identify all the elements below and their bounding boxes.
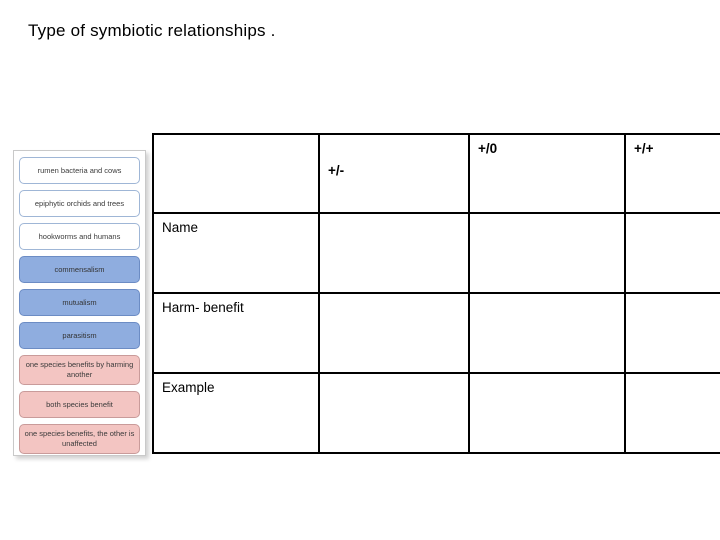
column-header-plus-zero[interactable]: +/0 [468, 133, 626, 214]
cell-example-plus-zero[interactable] [468, 372, 626, 454]
cell-name-plus-minus[interactable] [318, 212, 470, 294]
word-bank-item-label: commensalism [54, 264, 105, 274]
word-bank-item-epiphytic-orchids-and-trees[interactable]: epiphytic orchids and trees [19, 190, 140, 217]
cell-example-plus-plus[interactable] [624, 372, 720, 454]
cell-harm-benefit-plus-zero[interactable] [468, 292, 626, 374]
cell-harm-benefit-plus-plus[interactable] [624, 292, 720, 374]
word-bank-list: rumen bacteria and cows epiphytic orchid… [19, 157, 140, 460]
row-header-label: Example [162, 380, 215, 395]
row-header-example: Example [152, 372, 320, 454]
row-header-name: Name [152, 212, 320, 294]
table-corner-cell [152, 133, 320, 214]
word-bank-item-label: one species benefits, the other is unaff… [24, 429, 135, 448]
row-header-harm-benefit: Harm- benefit [152, 292, 320, 374]
row-header-label: Name [162, 220, 199, 235]
word-bank-item-label: parasitism [62, 330, 97, 340]
column-header-label: +/- [328, 163, 345, 178]
column-header-plus-plus[interactable]: +/+ [624, 133, 720, 214]
table-row: Harm- benefit [152, 292, 720, 374]
column-header-label: +/+ [634, 141, 654, 156]
word-bank-item-label: both species benefit [46, 399, 113, 409]
cell-name-plus-zero[interactable] [468, 212, 626, 294]
table-header-row: +/- +/0 +/+ [152, 133, 720, 214]
table-row: Example [152, 372, 720, 454]
page-title: Type of symbiotic relationships . [28, 21, 276, 40]
table-row: Name [152, 212, 720, 294]
symbiosis-matrix-table: +/- +/0 +/+ Name Harm- benefit [152, 133, 720, 454]
word-bank-item-commensalism[interactable]: commensalism [19, 256, 140, 283]
word-bank-panel: rumen bacteria and cows epiphytic orchid… [13, 150, 146, 456]
word-bank-item-hookworms-and-humans[interactable]: hookworms and humans [19, 223, 140, 250]
word-bank-item-label: rumen bacteria and cows [37, 165, 122, 175]
word-bank-item-label: mutualism [62, 297, 97, 307]
cell-name-plus-plus[interactable] [624, 212, 720, 294]
word-bank-item-mutualism[interactable]: mutualism [19, 289, 140, 316]
word-bank-item-parasitism[interactable]: parasitism [19, 322, 140, 349]
word-bank-item-label: one species benefits by harming another [25, 360, 134, 379]
column-header-plus-minus[interactable]: +/- [318, 133, 470, 214]
word-bank-item-label: hookworms and humans [38, 231, 121, 241]
column-header-label: +/0 [478, 141, 498, 156]
cell-harm-benefit-plus-minus[interactable] [318, 292, 470, 374]
word-bank-item-one-species-benefits-by-harming-another[interactable]: one species benefits by harming another [19, 355, 140, 385]
cell-example-plus-minus[interactable] [318, 372, 470, 454]
row-header-label: Harm- benefit [162, 300, 244, 315]
word-bank-item-both-species-benefit[interactable]: both species benefit [19, 391, 140, 418]
word-bank-item-rumen-bacteria-and-cows[interactable]: rumen bacteria and cows [19, 157, 140, 184]
word-bank-item-one-species-benefits-other-unaffected[interactable]: one species benefits, the other is unaff… [19, 424, 140, 454]
word-bank-item-label: epiphytic orchids and trees [34, 198, 125, 208]
